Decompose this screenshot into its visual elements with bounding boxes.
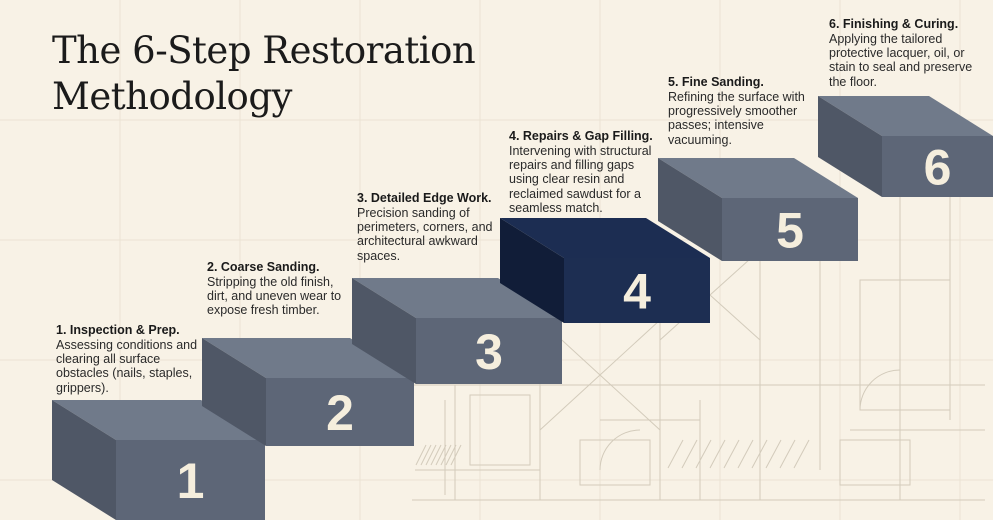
blueprint-hatch [415,444,427,466]
step-number: 2 [326,385,354,441]
step-side-face [500,218,564,323]
step-number: 1 [177,453,205,509]
staircase: 1 2 3 4 5 6 [52,96,993,520]
blueprint-room [469,394,531,466]
blueprint-hatch [430,444,442,466]
step-front-face [882,136,993,197]
step-description: Assessing conditions and clearing all su… [56,338,198,395]
step-block-3: 3 [352,278,562,384]
step-title: 3. Detailed Edge Work. [357,191,492,205]
blueprint-hatch [425,444,437,466]
step-block-5: 5 [658,158,858,261]
step-number: 6 [924,140,952,196]
blueprint-line [539,319,661,431]
step-side-face [658,158,722,261]
step-top-face [658,158,858,198]
blueprint-hatch [709,439,726,469]
blueprint-hatch [751,439,768,469]
step-top-face [500,218,710,258]
step-description: Applying the tailored protective lacquer… [829,32,973,89]
step-front-face [564,258,710,323]
blueprint-floorplan [412,180,985,501]
step-top-face [818,96,993,136]
blueprint-hatch [435,444,447,466]
step-side-face [202,338,266,446]
step-block-6: 6 [818,96,993,197]
step-title: 6. Finishing & Curing. [829,17,959,31]
step-description: Stripping the old finish, dirt, and unev… [207,275,342,318]
step-side-face [52,400,116,520]
step-front-face [416,318,562,384]
step-title: 4. Repairs & Gap Filling. [509,129,653,143]
blueprint-door-arc [859,369,901,411]
blueprint-hatch [667,439,684,469]
step-side-face [352,278,416,384]
step-number: 4 [623,264,651,320]
blueprint-room [839,439,911,486]
step-label-1: 1. Inspection & Prep.Assessing condition… [56,323,206,395]
step-front-face [266,378,414,446]
step-side-face [818,96,882,197]
blueprint-room [859,279,951,411]
blueprint-hatch [450,444,462,466]
step-description: Precision sanding of perimeters, corners… [357,206,493,263]
blueprint-door-arc [599,429,641,471]
page-title: The 6-Step Restoration Methodology [52,29,476,118]
blueprint-hatch [765,439,782,469]
step-title: 1. Inspection & Prep. [56,323,180,337]
step-front-face [722,198,858,261]
step-label-5: 5. Fine Sanding.Refining the surface wit… [668,75,818,147]
blueprint-hatch [793,439,810,469]
step-label-6: 6. Finishing & Curing.Applying the tailo… [829,17,979,89]
step-front-face [116,440,265,520]
step-number: 3 [475,324,503,380]
blueprint-hatch [779,439,796,469]
blueprint-hatch [440,444,452,466]
step-title: 2. Coarse Sanding. [207,260,320,274]
blueprint-hatch [723,439,740,469]
blueprint-hatch [681,439,698,469]
blueprint-hatch [445,444,457,466]
blueprint-hatch [420,444,432,466]
step-description: Intervening with structural repairs and … [509,144,652,215]
blueprint-hatch [737,439,754,469]
step-label-4: 4. Repairs & Gap Filling.Intervening wit… [509,129,657,215]
step-label-3: 3. Detailed Edge Work.Precision sanding … [357,191,502,263]
step-label-2: 2. Coarse Sanding.Stripping the old fini… [207,260,352,318]
blueprint-hatch [695,439,712,469]
step-number: 5 [776,203,804,259]
step-title: 5. Fine Sanding. [668,75,764,89]
step-description: Refining the surface with progressively … [668,90,805,147]
step-block-4: 4 [500,218,710,323]
blueprint-room [579,439,651,486]
